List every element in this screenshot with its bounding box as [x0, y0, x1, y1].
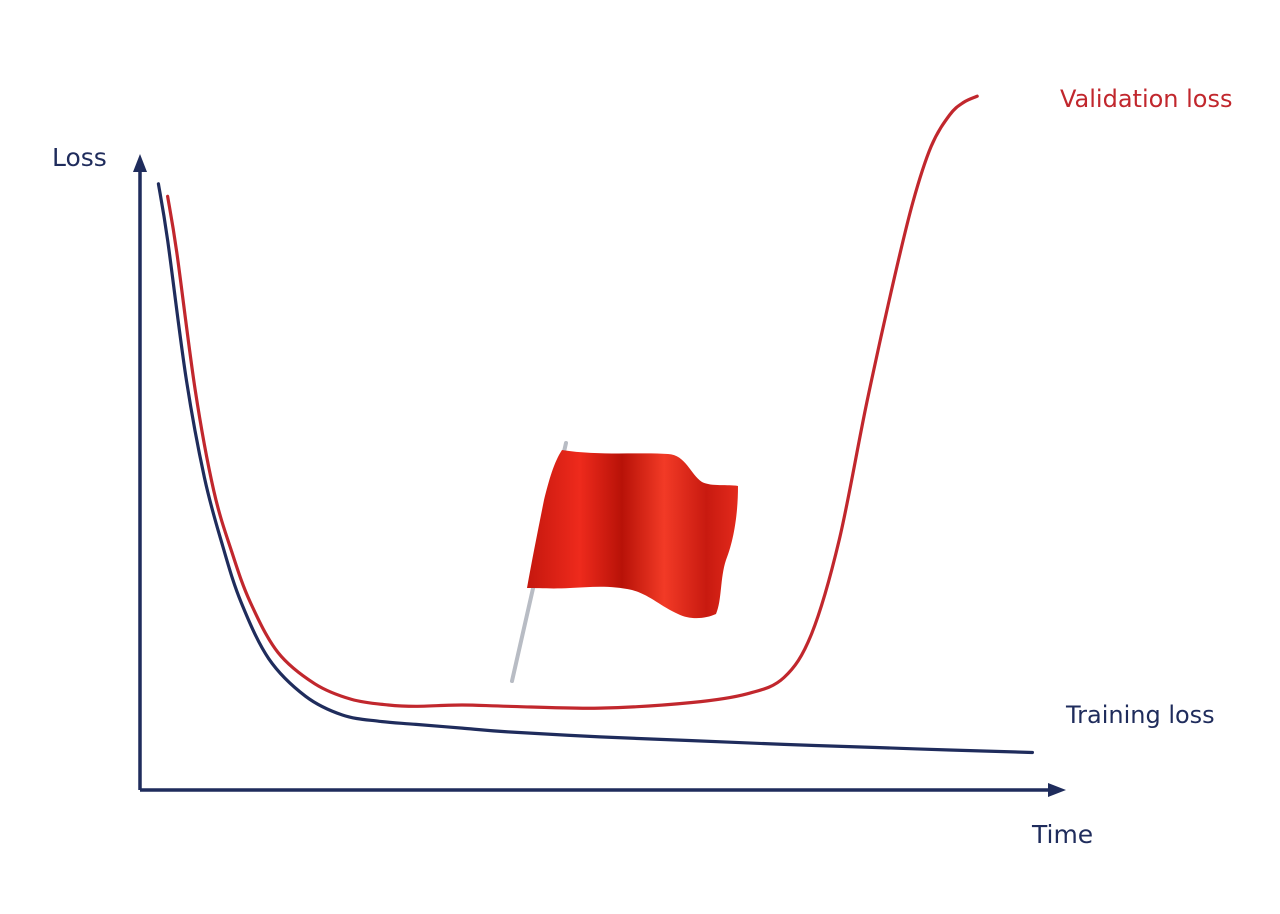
training-loss-label: Training loss — [1065, 701, 1215, 729]
axes — [133, 154, 1066, 797]
training-loss-line — [156, 182, 1034, 755]
validation-loss-line — [166, 94, 979, 710]
y-axis-arrow-icon — [133, 154, 147, 172]
flag-icon — [527, 450, 738, 619]
x-axis-arrow-icon — [1048, 783, 1066, 797]
flag-marker — [510, 441, 738, 683]
validation-loss-label: Validation loss — [1060, 85, 1233, 113]
y-axis-title: Loss — [52, 143, 107, 172]
x-axis-title: Time — [1031, 820, 1093, 849]
